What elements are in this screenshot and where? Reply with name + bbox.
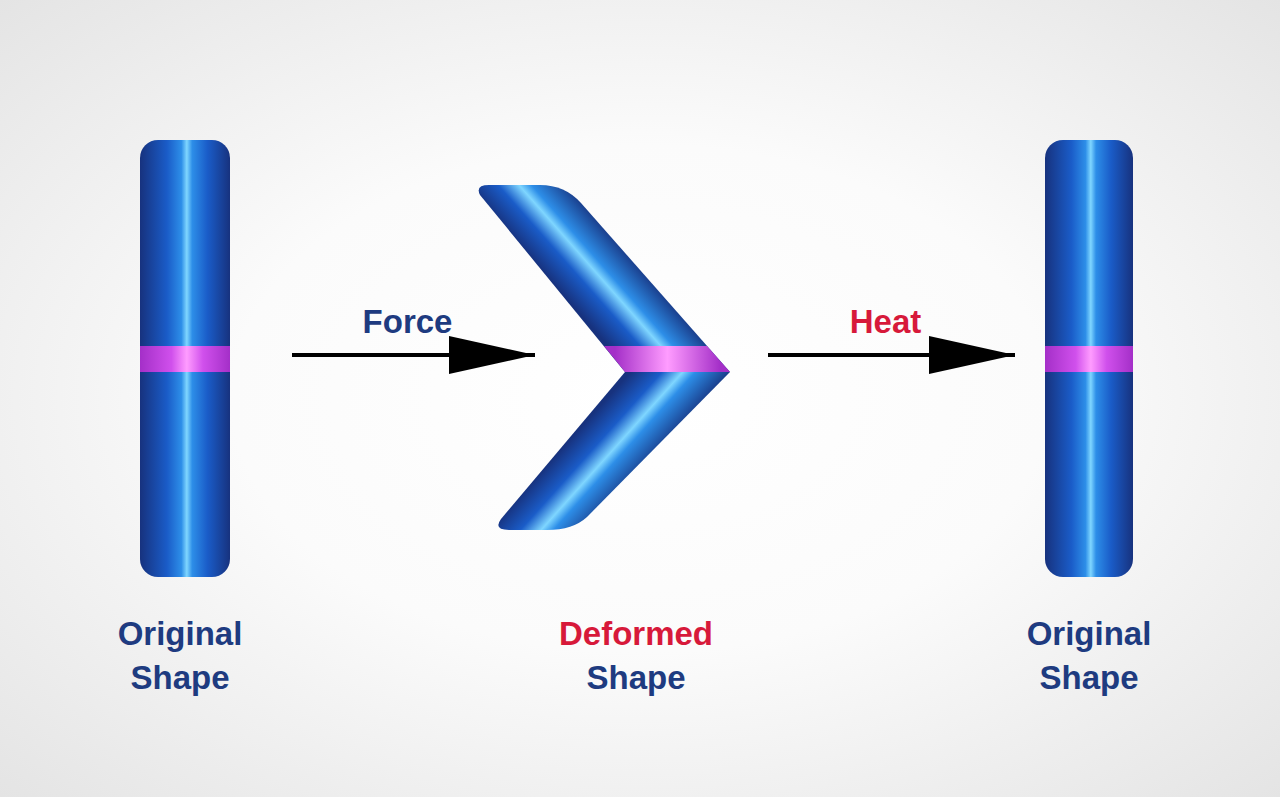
shape-label: Deformed Shape	[526, 612, 746, 700]
process-arrow	[292, 353, 535, 357]
shape-rod: Original Shape	[1045, 140, 1133, 577]
bent-arm	[479, 185, 730, 372]
marker-band	[140, 346, 230, 372]
shape-rod: Original Shape	[140, 140, 230, 577]
rod-figure	[140, 140, 230, 577]
shape-label: Original Shape	[70, 612, 290, 700]
marker-band	[604, 346, 730, 372]
edge-label: Heat	[850, 303, 922, 341]
rod-body	[1045, 140, 1133, 577]
rod-figure	[1045, 140, 1133, 577]
deformed-shape: Deformed Shape	[475, 185, 730, 530]
edge-label: Force	[363, 303, 453, 341]
rod-body	[140, 140, 230, 577]
marker-band	[1045, 346, 1133, 372]
shape-label: Original Shape	[979, 612, 1199, 700]
chevron-figure	[475, 185, 730, 530]
bent-arm	[498, 372, 730, 530]
process-arrow	[768, 353, 1015, 357]
